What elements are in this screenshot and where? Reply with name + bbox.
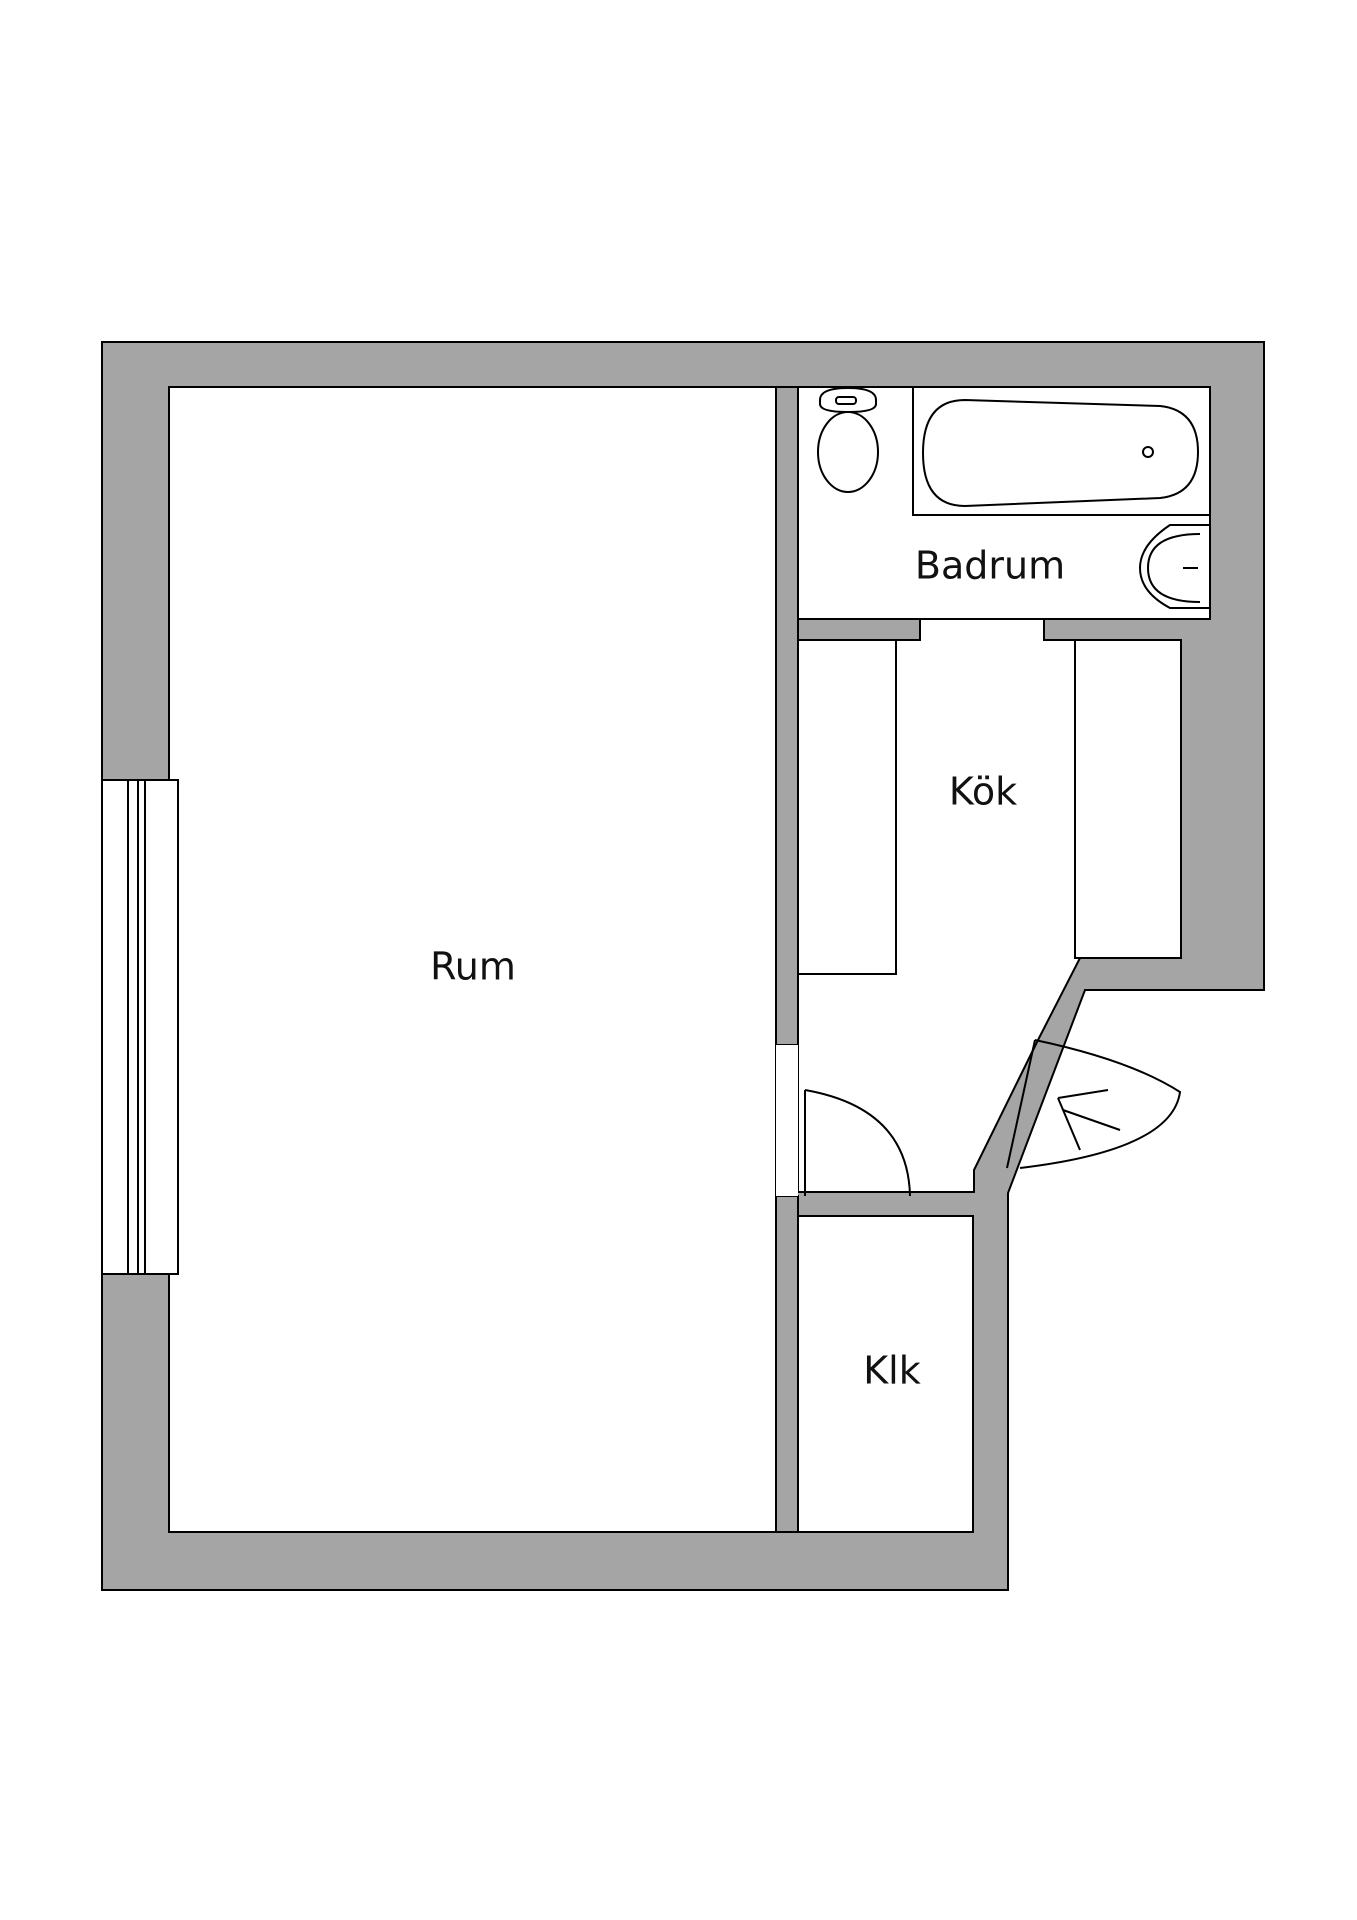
- entrance-arrow-icon: [1057, 1089, 1121, 1151]
- room-klk: [797, 1215, 974, 1533]
- partition-wall: [775, 386, 799, 1046]
- entrance-door: [1006, 1039, 1182, 1169]
- closet-door: [804, 1089, 911, 1197]
- label-badrum: Badrum: [915, 544, 1065, 588]
- label-klk: Klk: [863, 1349, 920, 1393]
- label-kok: Kök: [949, 770, 1017, 814]
- toilet-icon: [817, 386, 879, 493]
- kitchen-counter-left: [797, 639, 897, 975]
- hall-gap: [776, 1045, 798, 1196]
- window: [101, 779, 179, 1275]
- sink-icon: [1138, 524, 1211, 609]
- kitchen-counter-right: [1074, 639, 1182, 959]
- closet-wall: [775, 1195, 799, 1533]
- bathtub-icon: [912, 386, 1211, 516]
- label-rum: Rum: [430, 945, 516, 989]
- room-rum: [168, 386, 777, 1533]
